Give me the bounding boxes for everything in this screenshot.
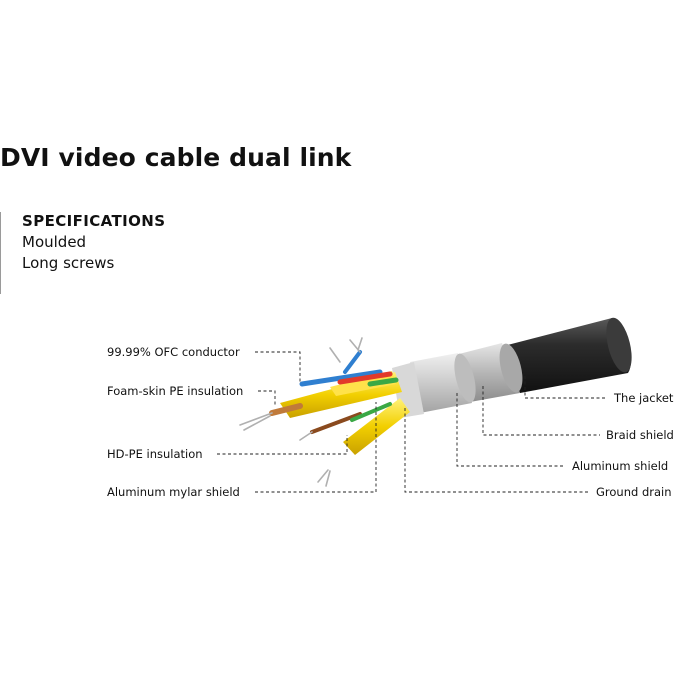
- spec-item-moulded: Moulded: [22, 233, 87, 251]
- label-ground-drain: Ground drain: [596, 485, 672, 499]
- spec-heading: SPECIFICATIONS: [22, 212, 166, 230]
- label-aluminum-shield: Aluminum shield: [572, 459, 668, 473]
- label-mylar: Aluminum mylar shield: [107, 485, 240, 499]
- spec-item-long-screws: Long screws: [22, 254, 115, 272]
- label-hdpe: HD-PE insulation: [107, 447, 203, 461]
- bare-conductors: [239, 337, 363, 487]
- label-ofc-conductor: 99.99% OFC conductor: [107, 345, 240, 359]
- aluminum-shield-layer: [392, 353, 476, 418]
- page-title: DVI video cable dual link: [0, 143, 352, 172]
- leader-lines: [217, 351, 607, 493]
- jacket-layer: [500, 317, 632, 393]
- signal-wires: [269, 350, 399, 434]
- label-foam-skin: Foam-skin PE insulation: [107, 384, 243, 398]
- label-jacket: The jacket: [613, 391, 674, 405]
- spec-divider: [0, 212, 1, 294]
- label-braid-shield: Braid shield: [606, 428, 674, 442]
